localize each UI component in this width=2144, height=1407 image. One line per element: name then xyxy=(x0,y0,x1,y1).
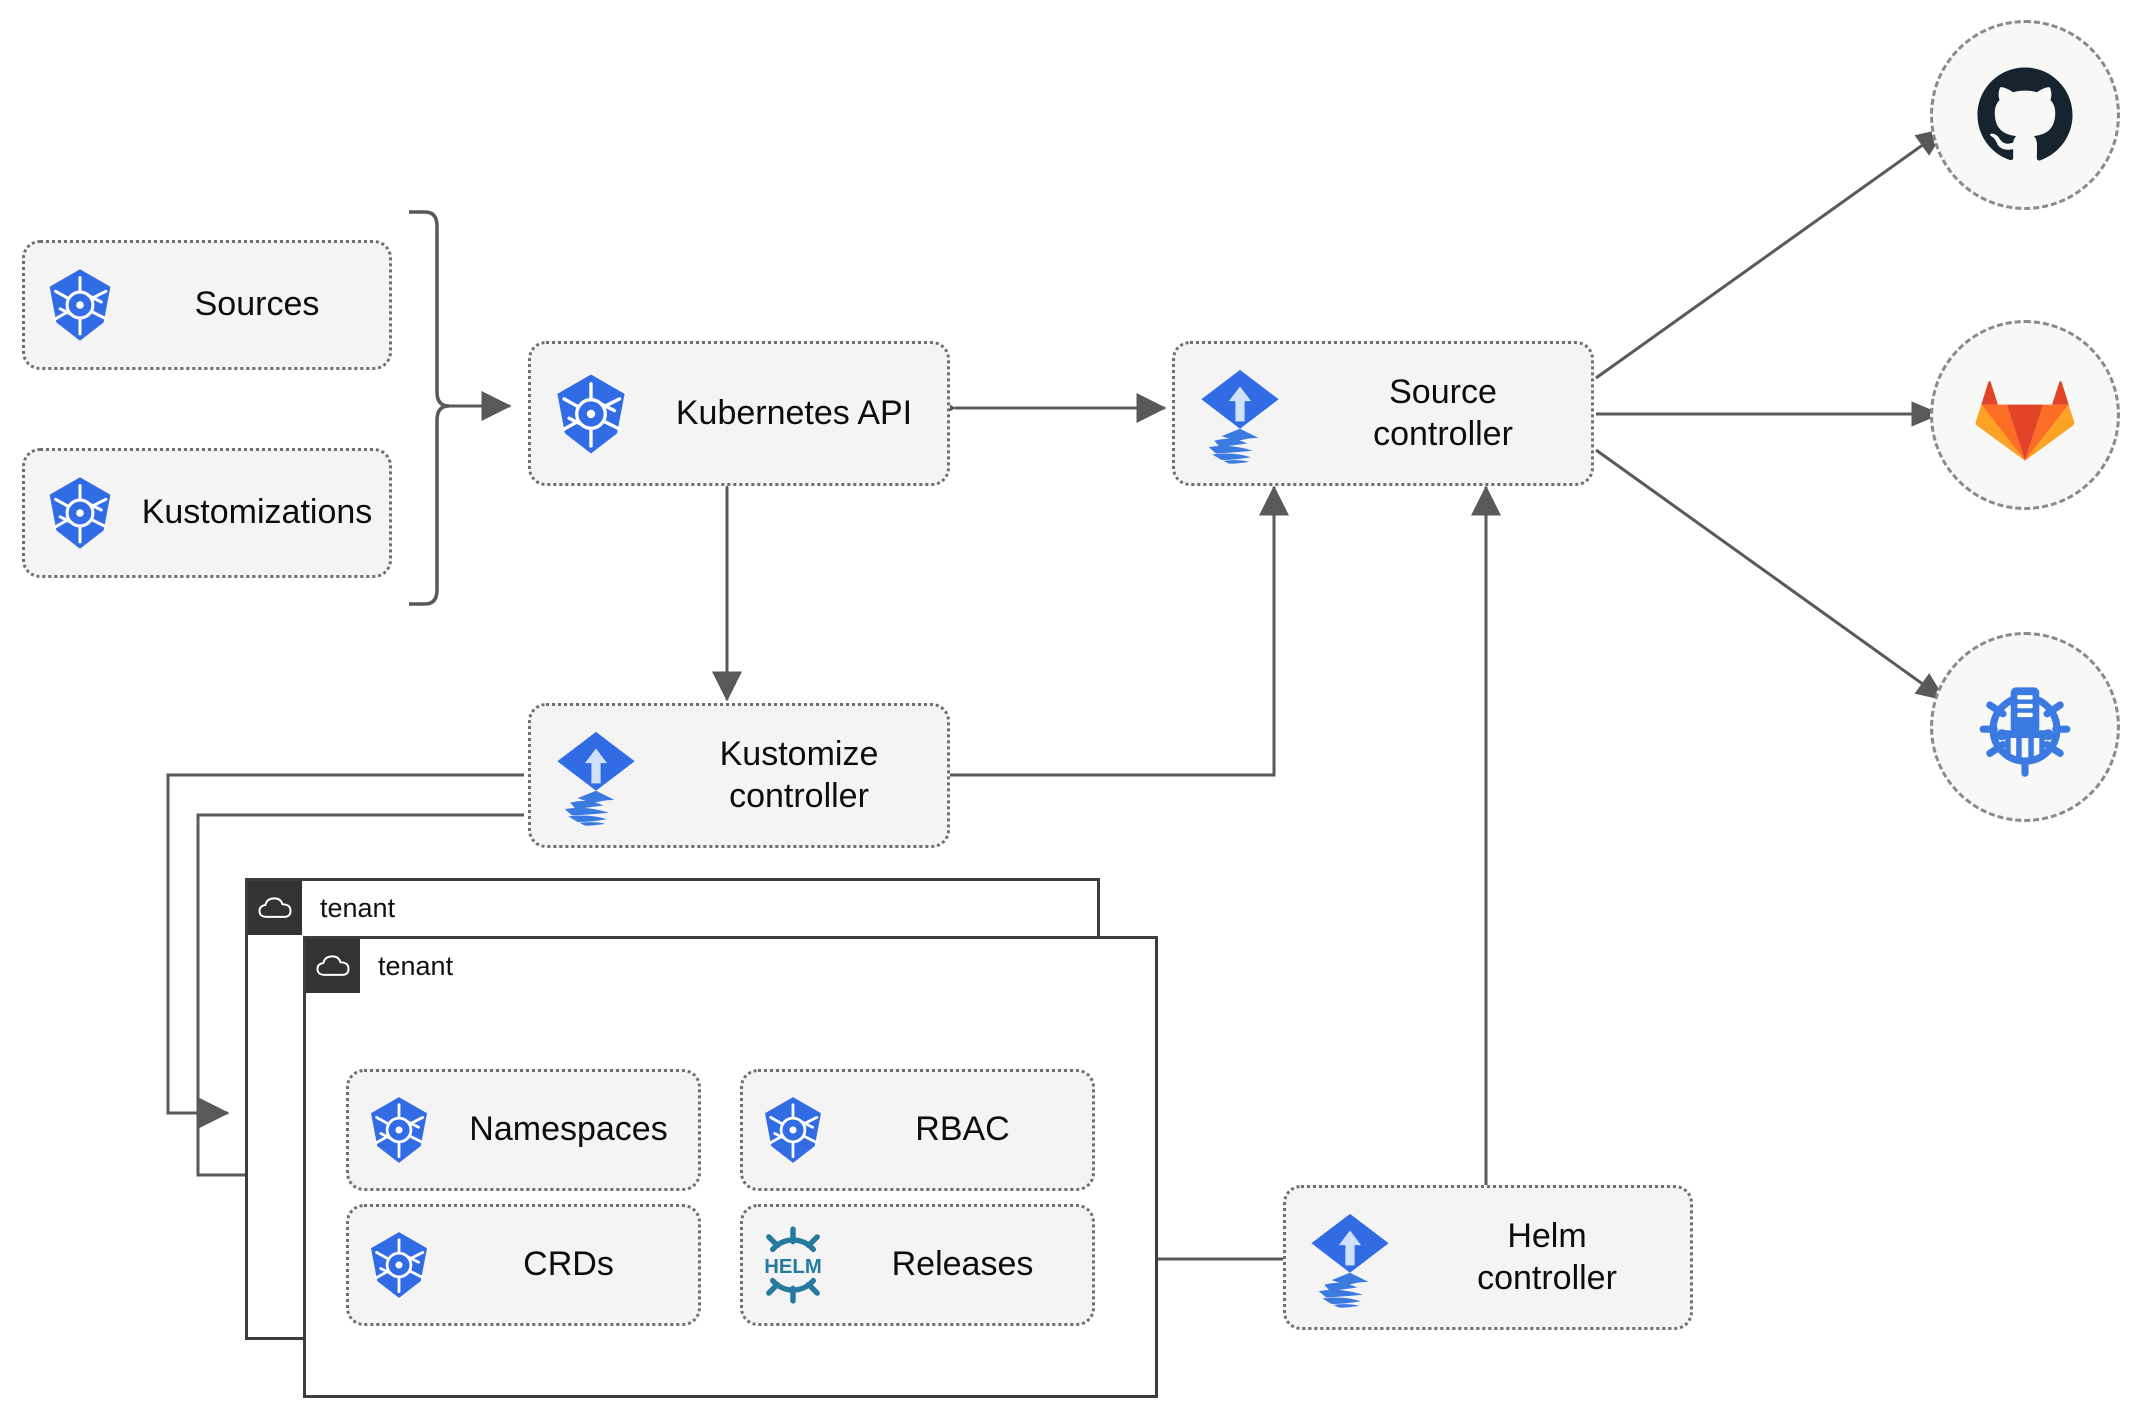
group-brace xyxy=(409,210,450,606)
kubernetes-icon xyxy=(743,1094,843,1166)
releases-label: Releases xyxy=(891,1245,1034,1284)
kubernetes-icon xyxy=(349,1094,449,1166)
rbac-label: RBAC xyxy=(915,1110,1010,1149)
helm-icon: HELM xyxy=(743,1226,843,1304)
kubernetes-api-label: Kubernetes API xyxy=(675,393,913,432)
kustomize-controller-label: Kustomize controller xyxy=(719,735,879,815)
flux-icon xyxy=(531,726,661,826)
tenant-label: tenant xyxy=(320,892,396,923)
node-kustomize-controller[interactable]: Kustomize controller xyxy=(528,703,950,848)
tenant-header: tenant xyxy=(306,939,453,993)
node-kustomizations[interactable]: Kustomizations xyxy=(22,448,392,578)
svg-text:HELM: HELM xyxy=(764,1256,821,1278)
crds-label: CRDs xyxy=(523,1245,614,1284)
gitlab-icon xyxy=(1975,381,2075,461)
kubernetes-icon xyxy=(25,266,135,344)
external-gitlab[interactable] xyxy=(1930,320,2120,510)
tenant-header: tenant xyxy=(248,881,395,935)
external-github[interactable] xyxy=(1930,20,2120,210)
tenant-label: tenant xyxy=(378,950,454,981)
external-helm-repository[interactable] xyxy=(1930,632,2120,822)
flux-icon xyxy=(1286,1208,1414,1308)
edge-kustomize-source xyxy=(945,485,1289,777)
kubernetes-icon xyxy=(25,474,135,552)
node-source-controller[interactable]: Source controller xyxy=(1172,341,1594,486)
node-sources[interactable]: Sources xyxy=(22,240,392,370)
node-releases[interactable]: HELM Releases xyxy=(740,1204,1095,1326)
cloud-icon xyxy=(248,881,302,935)
helm-controller-label: Helm controller xyxy=(1477,1217,1617,1297)
kubernetes-icon xyxy=(349,1229,449,1301)
node-crds[interactable]: CRDs xyxy=(346,1204,701,1326)
kubernetes-icon xyxy=(531,371,651,457)
node-helm-controller[interactable]: Helm controller xyxy=(1283,1185,1693,1330)
edge-source-helmrepo xyxy=(1595,448,1947,702)
tenant-box-inner[interactable]: tenant Namespaces xyxy=(303,936,1158,1398)
node-kubernetes-api[interactable]: Kubernetes API xyxy=(528,341,950,486)
github-icon xyxy=(1977,67,2073,161)
edge-source-github xyxy=(1595,127,1947,380)
node-rbac[interactable]: RBAC xyxy=(740,1069,1095,1191)
cloud-icon xyxy=(306,939,360,993)
source-controller-label: Source controller xyxy=(1373,373,1513,453)
node-namespaces[interactable]: Namespaces xyxy=(346,1069,701,1191)
kustomizations-label: Kustomizations xyxy=(141,493,373,532)
sources-label: Sources xyxy=(194,285,320,324)
helm-repository-icon xyxy=(1979,687,2071,777)
namespaces-label: Namespaces xyxy=(469,1110,668,1149)
flux-icon xyxy=(1175,364,1305,464)
